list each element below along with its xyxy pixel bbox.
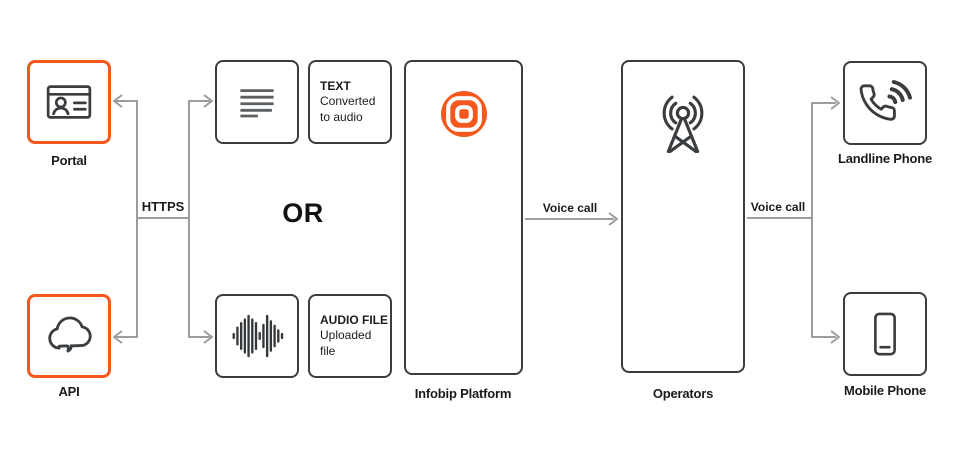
portal-label: Portal [51,153,87,168]
audio-info-title: AUDIO FILE [320,312,388,327]
text-info-title: TEXT [320,78,351,93]
audio-info-node: AUDIO FILE Uploaded file [308,294,392,378]
smartphone-icon [874,312,896,356]
https-label: HTTPS [141,199,185,214]
operators-node [621,60,745,373]
voice-call-right-label: Voice call [750,200,806,214]
text-info-subtitle: Converted to audio [320,94,376,124]
landline-phone-label: Landline Phone [838,151,932,166]
arrowhead-to-api [113,330,123,344]
browser-user-icon [46,85,92,119]
arrowhead-to-text [203,94,213,108]
arrowhead-to-landline [830,96,840,110]
portal-node [27,60,111,144]
infobip-platform-label: Infobip Platform [414,386,512,401]
audio-info-subtitle: Uploaded file [320,328,372,358]
arrowhead-to-operators [608,212,618,226]
text-info-node: TEXT Converted to audio [308,60,392,144]
arrowhead-to-audio [203,330,213,344]
api-label: API [58,384,80,399]
connector-left-client-rail [116,100,138,338]
text-source-node [215,60,299,144]
arrowhead-to-mobile [830,330,840,344]
radio-tower-icon [662,95,704,154]
mobile-phone-node [843,292,927,376]
connector-left-source-rail [188,100,210,338]
audio-source-node [215,294,299,378]
api-node [27,294,111,378]
voice-call-left-label: Voice call [542,201,598,215]
cloud-icon [48,316,92,353]
infobip-logo [440,91,487,137]
infobip-platform-node [404,60,523,375]
phone-handset-icon [859,80,912,121]
operators-label: Operators [652,386,714,401]
arrowhead-to-portal [113,94,123,108]
audio-waveform-icon [232,314,284,358]
connector-right-phone-rail [811,102,836,338]
or-label: OR [282,198,324,228]
mobile-phone-label: Mobile Phone [843,383,927,398]
landline-phone-node [843,61,927,145]
text-lines-icon [240,89,274,118]
